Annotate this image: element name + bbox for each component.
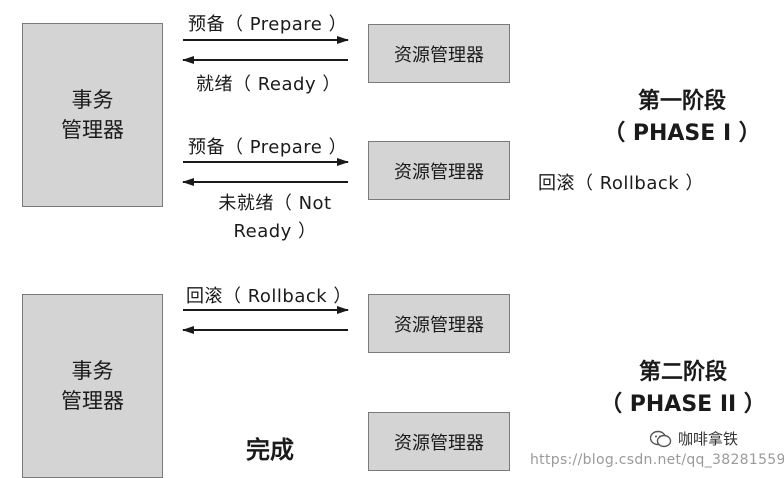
label-not-ready-line1: 未就绪（ Not xyxy=(218,193,332,214)
tm-label-line1: 事务 xyxy=(71,359,114,383)
tm-label-line2: 管理器 xyxy=(61,389,124,413)
transaction-manager-phase1: 事务 管理器 xyxy=(22,23,163,207)
phase2-title-line1: 第二阶段 xyxy=(638,360,727,385)
label-not-ready: 未就绪（ Not Ready ） xyxy=(205,190,345,246)
done-label: 完成 xyxy=(246,436,294,464)
brand-name: 咖啡拿铁 xyxy=(678,430,739,448)
rollback-note: 回滚（ Rollback ） xyxy=(538,173,704,194)
phase1-title: 第一阶段 （ PHASE I ） xyxy=(602,86,762,150)
resource-manager-4: 资源管理器 xyxy=(368,412,510,471)
transaction-manager-phase2: 事务 管理器 xyxy=(22,294,163,478)
tm-label-line1: 事务 xyxy=(71,88,114,112)
resource-manager-1: 资源管理器 xyxy=(368,24,510,83)
label-not-ready-line2: Ready ） xyxy=(233,221,317,242)
label-prepare-1: 预备（ Prepare ） xyxy=(188,14,348,35)
rm-label: 资源管理器 xyxy=(394,314,484,336)
label-ready: 就绪（ Ready ） xyxy=(196,74,341,95)
rm-label: 资源管理器 xyxy=(394,44,484,66)
resource-manager-2: 资源管理器 xyxy=(368,141,510,200)
tm-label-line2: 管理器 xyxy=(61,118,124,142)
resource-manager-3: 资源管理器 xyxy=(368,294,510,353)
watermark-url: https://blog.csdn.net/qq_38281559 xyxy=(530,452,784,468)
phase2-title-line2: （ PHASE II ） xyxy=(600,392,766,417)
wechat-icon xyxy=(650,430,672,447)
phase1-title-line2: （ PHASE I ） xyxy=(603,121,761,146)
rm-label: 资源管理器 xyxy=(394,161,484,183)
label-rollback: 回滚（ Rollback ） xyxy=(186,286,352,307)
wechat-brand: 咖啡拿铁 xyxy=(650,428,738,449)
phase1-title-line1: 第一阶段 xyxy=(637,89,726,114)
rm-label: 资源管理器 xyxy=(394,432,484,454)
phase2-title: 第二阶段 （ PHASE II ） xyxy=(598,357,768,421)
label-prepare-2: 预备（ Prepare ） xyxy=(188,137,348,158)
